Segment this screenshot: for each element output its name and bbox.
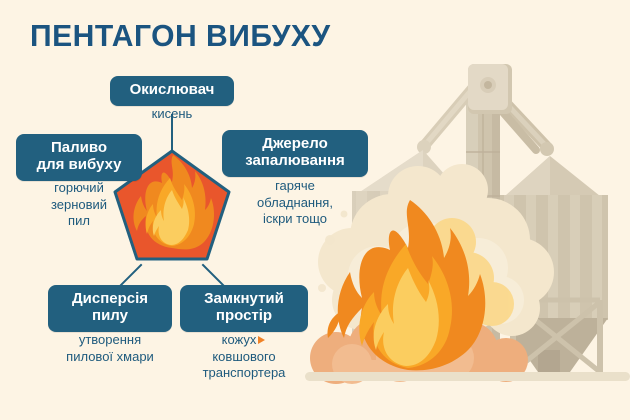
node-dispersion-caption-line1: утворення	[78, 332, 142, 347]
node-ignition-label-line1: Джерело	[262, 135, 328, 152]
node-dispersion-caption: утворення пилової хмари	[38, 332, 182, 365]
node-oxidizer-caption: кисень	[151, 106, 193, 121]
flame-icon	[133, 155, 215, 250]
triangle-right-marker-icon	[258, 336, 266, 344]
node-oxidizer-label[interactable]: Окислювач	[110, 76, 234, 106]
node-dispersion-label-line1: Дисперсія	[71, 290, 149, 307]
ground-line	[305, 372, 630, 381]
node-ignition-label-line2: запалювання	[245, 151, 345, 169]
node-confinement-caption-line1: кожух	[221, 332, 257, 347]
node-confinement-caption-line3: транспортера	[202, 365, 286, 381]
node-dispersion-label-line2: пилу	[92, 306, 128, 324]
scene-fire	[327, 200, 486, 371]
head-house	[468, 64, 512, 114]
node-dispersion-label[interactable]: Дисперсія пилу	[48, 285, 172, 332]
node-confinement-label-line1: Замкнутий	[204, 290, 284, 307]
node-ignition-caption-line3: іскри тощо	[263, 211, 327, 227]
node-fuel-caption-line2: зерновий	[50, 196, 108, 212]
page-title: ПЕНТАГОН ВИБУХУ	[30, 18, 331, 53]
node-confinement-caption: кожух ковшового транспортера	[176, 332, 312, 382]
node-fuel-label[interactable]: Паливо для вибуху	[16, 134, 142, 181]
node-fuel-caption-line1: горючий	[54, 180, 104, 195]
node-ignition-label[interactable]: Джерело запалювання	[222, 130, 368, 177]
node-fuel-caption-line3: пил	[68, 213, 90, 229]
node-dispersion-caption-line2: пилової хмари	[66, 348, 154, 364]
node-fuel-label-line1: Паливо	[50, 139, 108, 156]
node-confinement-caption-line2: ковшового	[212, 348, 276, 364]
node-ignition-caption-line2: обладнання,	[257, 194, 333, 210]
node-ignition-caption: гаряче обладнання, іскри тощо	[222, 178, 368, 228]
node-confinement-label-line2: простір	[215, 306, 273, 324]
explosion-pentagon	[113, 149, 231, 261]
node-fuel-label-line2: для вибуху	[36, 155, 122, 173]
node-ignition-caption-line1: гаряче	[275, 178, 315, 193]
node-fuel-caption: горючий зерновий пил	[16, 180, 142, 230]
node-confinement-label[interactable]: Замкнутий простір	[180, 285, 308, 332]
